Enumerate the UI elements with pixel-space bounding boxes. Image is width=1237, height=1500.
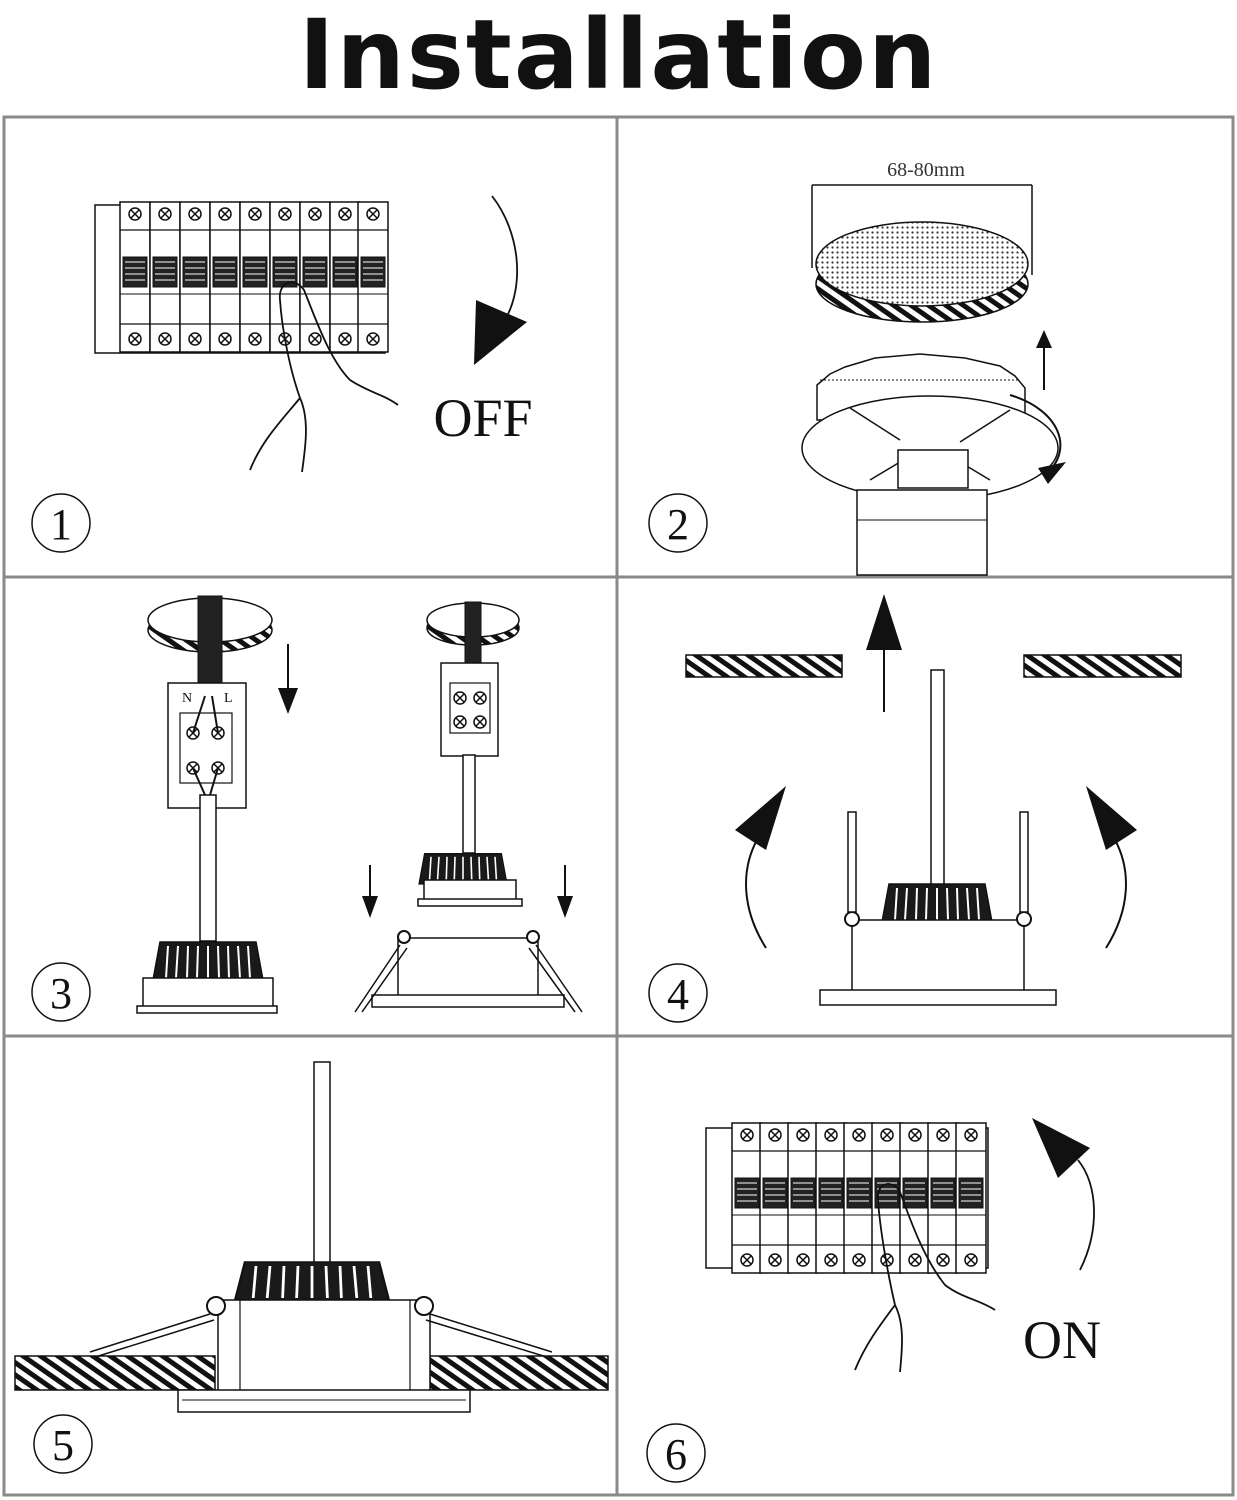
off-label: OFF [433,388,532,448]
ceiling-cutout [815,221,1029,323]
breaker-panel-off [94,202,388,354]
step-number-3: 3 [50,969,72,1018]
step-6-panel: ON 6 [646,1118,1101,1483]
terminal-label-n: N [182,691,192,706]
step-5-panel: 5 [14,1061,609,1474]
step-number-4: 4 [667,970,689,1019]
step-number-1: 1 [50,500,72,549]
step-number-6: 6 [665,1430,687,1479]
breaker-panel-on [705,1123,989,1273]
rotate-down-arrow-icon [491,195,519,321]
terminal-label-l: L [224,691,233,706]
step-1-panel: OFF 1 [31,195,533,553]
hole-dimension-label: 68-80mm [887,159,965,181]
step-2-panel: 68-80mm 2 [648,159,1066,576]
step-number-5: 5 [52,1421,74,1470]
step-4-panel: 4 [648,594,1182,1023]
hand-icon [854,1183,996,1373]
step-number-2: 2 [667,500,689,549]
rotate-up-arrow-icon [1077,1159,1095,1271]
panel-frames [2,115,1235,1497]
hand-icon [249,281,399,473]
page-title: Installation [298,0,939,111]
fixture-cover [801,353,1059,576]
step-3-panel: L N 3 [31,595,583,1022]
on-label: ON [1023,1310,1101,1370]
